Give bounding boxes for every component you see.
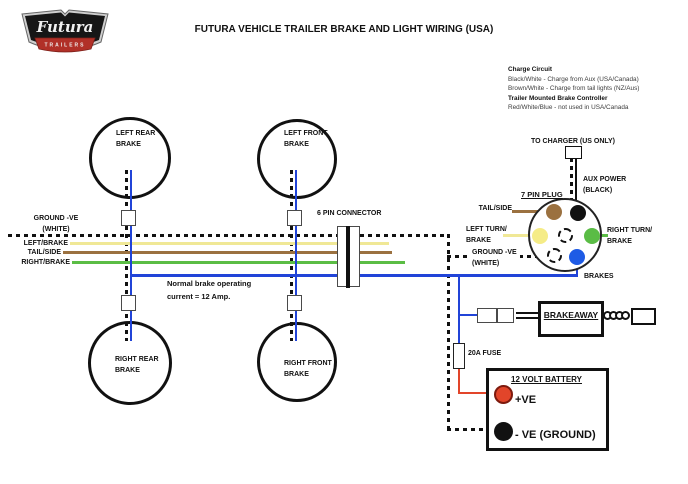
ground-to-battery-wire (447, 428, 498, 431)
ground-down-wire (447, 234, 450, 431)
wheel-left-front-line1: LEFT FRONT (284, 130, 328, 137)
tail-side-label: TAIL/SIDE (27, 249, 61, 256)
plug-ground-line2: (WHITE) (472, 260, 500, 267)
six-pin-connector-divider (346, 226, 350, 288)
brake-drop-front-wire (295, 170, 297, 341)
charge-notes-heading2: Trailer Mounted Brake Controller (508, 94, 608, 102)
aux-power-line1: AUX POWER (583, 176, 627, 183)
breakaway-connector-right (497, 308, 514, 323)
wheel-left-front-line2: BRAKE (284, 141, 309, 148)
brake-current-note-line2: current = 12 Amp. (167, 291, 231, 301)
pin-right-turn (584, 228, 600, 244)
wheel-connector-right-front (287, 295, 302, 311)
pin-aux-power (570, 205, 586, 221)
charge-notes-line1: Black/White - Charge from Aux (USA/Canad… (508, 75, 639, 83)
page-title: FUTURA VEHICLE TRAILER BRAKE AND LIGHT W… (194, 24, 494, 35)
wheel-left-front (257, 119, 337, 199)
wheel-right-front-line2: BRAKE (284, 371, 309, 378)
pin-left-turn (532, 228, 548, 244)
brake-drop-left-wire (130, 170, 132, 341)
brake-current-note-line1: Normal brake operating (167, 279, 252, 288)
brake-current-note: Normal brake operating current = 12 Amp. (167, 278, 251, 303)
left-turn-pin-stub-wire (503, 234, 534, 237)
pin-tail-side (546, 204, 562, 220)
logo-name-text: Futura (36, 18, 94, 36)
wheel-left-rear-line1: LEFT REAR (116, 130, 156, 137)
charger-terminal (565, 146, 582, 159)
plug-ground-label: GROUND -VE (WHITE) (469, 246, 520, 270)
pin-brakes (569, 249, 585, 265)
wheel-right-front (257, 322, 337, 402)
plug-tail-side-label: TAIL/SIDE (478, 205, 512, 212)
logo-tagline-text: TRAILERS (45, 43, 86, 49)
ground-bus-line1: GROUND -VE (33, 215, 79, 222)
wheel-right-rear-line2: BRAKE (115, 367, 140, 374)
wheel-connector-left-front (287, 210, 302, 226)
plug-ground-line1: GROUND -VE (472, 249, 517, 256)
battery-positive-wire-v (458, 367, 460, 394)
plug-left-turn-label: LEFT TURN/ BRAKE (466, 224, 507, 246)
breakaway-chain-ring-4 (621, 311, 630, 320)
battery-positive-wire-h (458, 392, 498, 394)
tail-side-wire (63, 251, 392, 254)
wheel-connector-left-rear (121, 210, 136, 226)
breakaway-lead-top (516, 312, 539, 314)
tail-pin-stub-wire (512, 210, 548, 213)
charge-notes-heading1: Charge Circuit (508, 66, 553, 73)
brake-to-breakaway-wire (458, 314, 478, 316)
ground-drop-front-wire (290, 170, 293, 341)
plug-left-turn-line1: LEFT TURN/ (466, 226, 507, 233)
to-charger-label: TO CHARGER (US ONLY) (531, 138, 616, 145)
plug-right-turn-line1: RIGHT TURN/ (607, 227, 653, 234)
charger-dashed-wire (570, 158, 573, 204)
ground-bus-label: GROUND -VE (WHITE) (28, 213, 84, 235)
six-pin-connector-label: 6 PIN CONNECTOR (317, 210, 382, 217)
brake-to-fuse-wire (458, 274, 460, 344)
wheel-connector-right-rear (121, 295, 136, 311)
fuse (453, 343, 465, 369)
right-brake-wire (72, 261, 405, 264)
ground-bus-line2: (WHITE) (42, 226, 70, 233)
right-brake-label: RIGHT/BRAKE (21, 259, 70, 266)
plug-right-turn-label: RIGHT TURN/ BRAKE (607, 225, 652, 247)
charger-solid-wire (575, 158, 577, 206)
pin-ground-center (558, 228, 573, 243)
aux-power-line2: (BLACK) (583, 187, 613, 194)
wheel-right-front-label: RIGHT FRONT BRAKE (284, 358, 332, 380)
wheel-right-rear-label: RIGHT REAR BRAKE (115, 354, 159, 376)
seven-pin-plug-label: 7 PIN PLUG (521, 190, 563, 199)
charge-notes-line3: Red/White/Blue - not used in USA/Canada (508, 104, 629, 112)
wheel-right-rear-line1: RIGHT REAR (115, 356, 159, 363)
battery-positive-terminal (494, 385, 513, 404)
breakaway-label: BRAKEAWAY (543, 310, 599, 320)
aux-power-label: AUX POWER (BLACK) (583, 174, 626, 196)
battery-negative-label: - VE (GROUND) (515, 429, 596, 441)
charge-notes: Charge Circuit Black/White - Charge from… (508, 65, 639, 113)
plug-right-turn-line2: BRAKE (607, 238, 632, 245)
breakaway-pull-pin (631, 308, 656, 325)
futura-logo: Futura TRAILERS (21, 9, 109, 53)
pin-ground-lower (547, 248, 562, 263)
wheel-left-rear-label: LEFT REAR BRAKE (116, 128, 155, 150)
battery-negative-terminal (494, 422, 513, 441)
left-brake-wire (70, 242, 389, 245)
plug-brakes-label: BRAKES (584, 273, 614, 280)
battery-positive-label: +VE (515, 394, 537, 406)
fuse-label: 20A FUSE (468, 350, 502, 357)
left-brake-label: LEFT/BRAKE (23, 240, 68, 247)
wheel-right-front-line1: RIGHT FRONT (284, 360, 332, 367)
breakaway-box (538, 301, 604, 337)
wheel-left-rear-line2: BRAKE (116, 141, 141, 148)
plug-left-turn-line2: BRAKE (466, 237, 491, 244)
ground-bus-wire (8, 234, 449, 237)
breakaway-lead-bottom (516, 317, 539, 319)
charge-notes-line2: Brown/White - Charge from tail lights (N… (508, 85, 640, 93)
ground-drop-left-wire (125, 170, 128, 341)
wheel-left-front-label: LEFT FRONT BRAKE (284, 128, 328, 150)
breakaway-connector-left (477, 308, 497, 323)
right-turn-pin-stub-wire (598, 234, 608, 237)
battery-title: 12 VOLT BATTERY (511, 375, 582, 384)
